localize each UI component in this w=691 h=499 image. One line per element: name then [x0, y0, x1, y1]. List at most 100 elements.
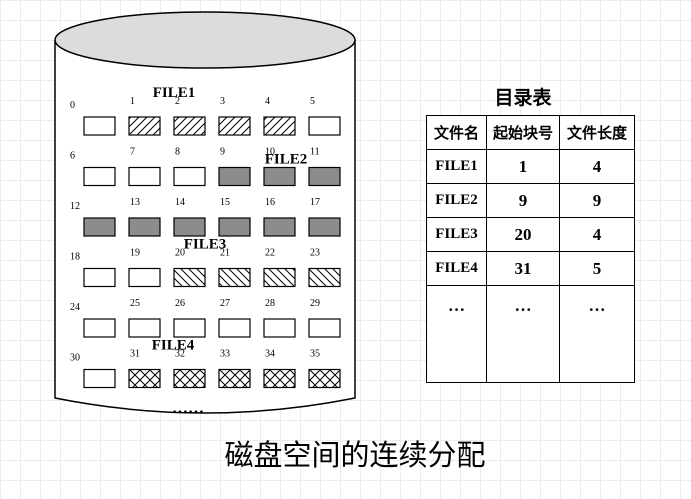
disk-block — [83, 166, 116, 187]
table-row: FILE3 20 4 — [426, 217, 635, 252]
header-file-name: 文件名 — [426, 115, 487, 150]
block-number: 22 — [265, 248, 275, 259]
directory-title: 目录表 — [494, 87, 552, 109]
cell-file-name: … — [426, 285, 487, 383]
header-file-length: 文件长度 — [559, 115, 635, 150]
cell-start-block: … — [486, 285, 560, 383]
disk-block — [263, 116, 296, 136]
slide-caption: 磁盘空间的连续分配 — [224, 438, 486, 472]
file-label: FILE3 — [184, 237, 227, 253]
table-row: FILE4 31 5 — [426, 251, 635, 286]
disk-block — [308, 166, 341, 187]
disk-block — [173, 318, 206, 338]
disk-block — [308, 217, 341, 237]
directory-table: 文件名 起始块号 文件长度 FILE1 1 4 FILE2 9 9 FILE3 … — [426, 115, 635, 383]
disk-block — [173, 116, 206, 136]
block-number: 13 — [130, 197, 140, 208]
disk-block — [308, 116, 341, 136]
block-number: 7 — [130, 147, 135, 158]
block-number: 8 — [175, 147, 180, 158]
disk-block — [128, 217, 161, 237]
disk-block — [263, 267, 296, 288]
disk-block — [83, 267, 116, 288]
cell-start-block: 1 — [486, 149, 560, 184]
block-number: 6 — [70, 151, 75, 162]
block-number: 5 — [310, 96, 315, 107]
disk-block — [263, 166, 296, 187]
block-number: 10 — [265, 147, 275, 158]
block-number: 2 — [175, 96, 180, 107]
disk-block — [128, 318, 161, 338]
cell-file-length: 4 — [559, 149, 635, 184]
disk-block — [218, 166, 251, 187]
disk-block — [218, 318, 251, 338]
block-number: 35 — [310, 349, 320, 360]
disk-block — [83, 368, 116, 389]
disk-block — [128, 166, 161, 187]
disk-block — [218, 267, 251, 288]
table-row-ellipsis: … … … — [426, 285, 635, 383]
block-number: 30 — [70, 353, 80, 364]
disk-block — [83, 318, 116, 338]
file-label: FILE1 — [153, 85, 196, 101]
block-number: 32 — [175, 349, 185, 360]
block-number: 27 — [220, 298, 230, 309]
disk-block — [128, 368, 161, 389]
block-number: 16 — [265, 197, 275, 208]
disk-block — [308, 318, 341, 338]
disk-block — [173, 166, 206, 187]
cell-file-length: 5 — [559, 251, 635, 286]
disk-block — [308, 368, 341, 389]
disk-block — [263, 318, 296, 338]
block-number: 15 — [220, 197, 230, 208]
cell-file-name: FILE1 — [426, 149, 487, 184]
more-blocks-ellipsis: …… — [172, 400, 204, 417]
disk-block — [128, 116, 161, 136]
block-number: 9 — [220, 147, 225, 158]
disk-block — [218, 217, 251, 237]
block-number: 25 — [130, 298, 140, 309]
disk-block — [173, 217, 206, 237]
disk-block — [173, 267, 206, 288]
disk-block — [83, 217, 116, 237]
block-number: 4 — [265, 96, 270, 107]
cell-start-block: 20 — [486, 217, 560, 252]
cell-start-block: 31 — [486, 251, 560, 286]
block-number: 34 — [265, 349, 275, 360]
cell-file-name: FILE3 — [426, 217, 487, 252]
block-number: 26 — [175, 298, 185, 309]
disk-cylinder-top — [54, 11, 356, 69]
block-number: 1 — [130, 96, 135, 107]
block-number: 23 — [310, 248, 320, 259]
cell-file-name: FILE4 — [426, 251, 487, 286]
disk-block — [263, 368, 296, 389]
block-number: 21 — [220, 248, 230, 259]
cell-file-length: … — [559, 285, 635, 383]
block-number: 33 — [220, 349, 230, 360]
block-number: 19 — [130, 248, 140, 259]
disk-block — [263, 217, 296, 237]
block-number: 31 — [130, 349, 140, 360]
disk-block — [218, 368, 251, 389]
block-number: 20 — [175, 248, 185, 259]
header-start-block: 起始块号 — [486, 115, 560, 150]
block-number: 24 — [70, 302, 80, 313]
cell-start-block: 9 — [486, 183, 560, 218]
disk-block — [218, 116, 251, 136]
disk-block — [128, 267, 161, 288]
cell-file-name: FILE2 — [426, 183, 487, 218]
table-row: FILE2 9 9 — [426, 183, 635, 218]
disk-block — [83, 116, 116, 136]
file-label: FILE4 — [152, 338, 195, 354]
disk-block — [173, 368, 206, 389]
directory-header-row: 文件名 起始块号 文件长度 — [426, 115, 635, 150]
block-number: 12 — [70, 201, 80, 212]
disk-block — [308, 267, 341, 288]
block-number: 17 — [310, 197, 320, 208]
block-number: 28 — [265, 298, 275, 309]
block-number: 3 — [220, 96, 225, 107]
